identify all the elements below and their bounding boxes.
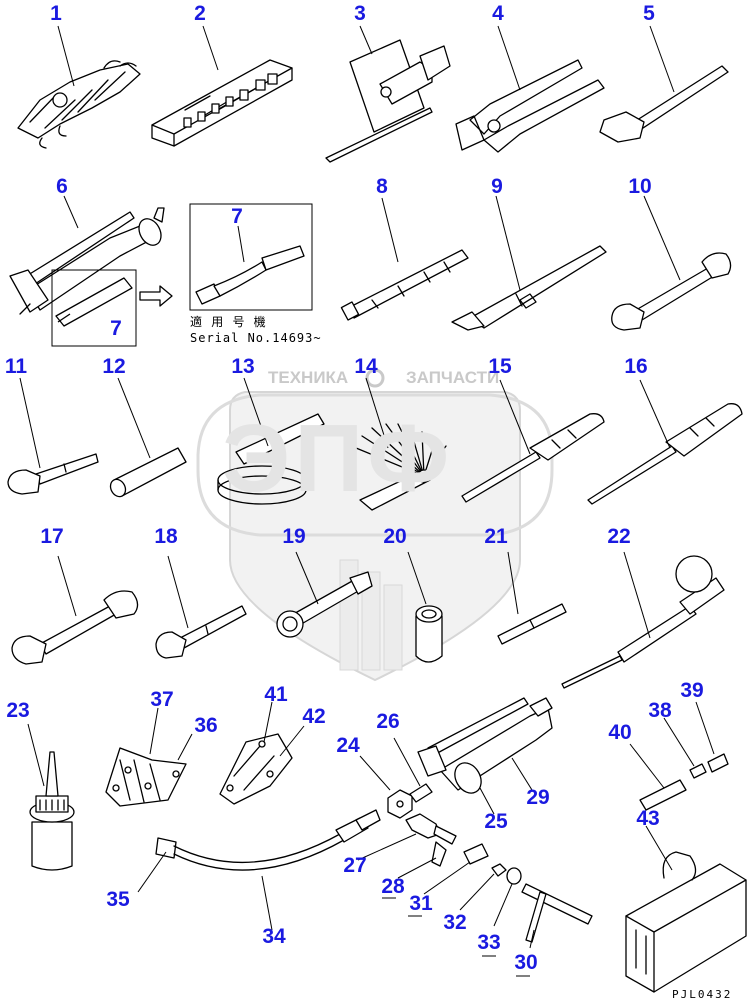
part-label-43: 43 xyxy=(636,807,660,830)
part-label-38: 38 xyxy=(648,699,672,722)
part-label-35: 35 xyxy=(106,888,130,911)
part-19-ring-wrench xyxy=(276,571,373,638)
part-10-open-wrench xyxy=(611,252,732,331)
part-22-ball-rod xyxy=(561,555,725,689)
part-30-t-handle xyxy=(521,883,593,943)
part-label-1: 1 xyxy=(50,2,62,25)
part-11-wrench xyxy=(7,453,99,495)
part-18-wrench xyxy=(155,605,247,659)
part-6-grease-gun xyxy=(9,207,165,315)
part-23-oil-can xyxy=(29,751,75,871)
part-label-30: 30 xyxy=(514,951,538,974)
part-7-detail-box xyxy=(189,203,313,311)
part-41-42-bracket xyxy=(219,733,293,805)
part-20-socket xyxy=(415,605,443,663)
watermark-emblem xyxy=(196,368,554,682)
note-line-1: 適 用 号 機 xyxy=(190,315,267,329)
part-21-rod xyxy=(497,603,567,645)
part-14-feeler-gauge xyxy=(355,423,447,511)
part-32-nut xyxy=(491,863,507,877)
part-label-3: 3 xyxy=(354,2,366,25)
part-28-nozzle xyxy=(431,841,447,867)
part-label-10: 10 xyxy=(628,175,652,198)
part-43-tool-bag xyxy=(625,851,747,993)
part-label-42: 42 xyxy=(302,705,326,728)
part-label-7: 7 xyxy=(110,317,122,340)
part-12-pin xyxy=(109,447,187,498)
part-label-25: 25 xyxy=(484,810,508,833)
part-31-fitting xyxy=(463,843,489,865)
part-4-pliers xyxy=(455,59,605,153)
part-7-detail-hose xyxy=(195,245,305,305)
drawing-code: PJL0432 xyxy=(672,988,733,1001)
part-16-screwdriver xyxy=(587,403,743,505)
part-label-14: 14 xyxy=(354,355,378,378)
part-label-34: 34 xyxy=(262,925,286,948)
part-label-31: 31 xyxy=(409,892,433,915)
part-label-8: 8 xyxy=(376,175,388,198)
part-label-9: 9 xyxy=(491,175,503,198)
part-label-7-detail: 7 xyxy=(231,205,243,228)
part-label-4: 4 xyxy=(492,2,504,25)
part-label-26: 26 xyxy=(376,710,400,733)
watermark-left-word: ТЕХНИКА xyxy=(268,368,349,387)
part-34-35-hose xyxy=(155,809,381,871)
part-label-39: 39 xyxy=(680,679,704,702)
part-label-17: 17 xyxy=(40,525,64,548)
part-label-29: 29 xyxy=(526,786,550,809)
part-label-28: 28 xyxy=(381,875,405,898)
note-line-2: Serial No.14693~ xyxy=(190,331,322,345)
watermark-emblem-text: ЭПФ xyxy=(222,405,454,512)
part-label-18: 18 xyxy=(154,525,178,548)
part-label-15: 15 xyxy=(488,355,512,378)
part-3-screwdriver xyxy=(325,39,451,163)
watermark-right-word: ЗАПЧАСТИ xyxy=(406,368,500,387)
part-label-11: 11 xyxy=(4,355,28,378)
part-25-29-grease-gun xyxy=(417,697,553,794)
part-9-chisel xyxy=(451,245,607,331)
part-label-41: 41 xyxy=(264,683,288,706)
part-2-socket-case xyxy=(151,59,293,147)
part-24-block xyxy=(387,789,413,819)
part-label-27: 27 xyxy=(343,854,367,877)
part-17-open-wrench xyxy=(11,590,139,665)
part-label-36: 36 xyxy=(194,714,218,737)
part-26-fitting xyxy=(409,783,433,803)
part-1-wrench-set xyxy=(17,60,141,149)
part-label-16: 16 xyxy=(624,355,648,378)
part-label-22: 22 xyxy=(607,525,631,548)
part-label-21: 21 xyxy=(484,525,508,548)
part-38-39-40-fittings xyxy=(639,753,729,811)
part-8-extension-bar xyxy=(340,249,469,321)
part-label-20: 20 xyxy=(383,525,407,548)
arrow-right-icon xyxy=(139,285,173,307)
part-label-24: 24 xyxy=(336,734,360,757)
part-label-6: 6 xyxy=(56,175,68,198)
part-label-37: 37 xyxy=(150,688,174,711)
part-27-elbow xyxy=(405,813,457,845)
part-label-33: 33 xyxy=(477,931,501,954)
part-33-ring xyxy=(506,867,522,885)
part-label-12: 12 xyxy=(102,355,126,378)
part-label-23: 23 xyxy=(6,699,30,722)
part-13-filter-wrench xyxy=(217,413,325,505)
part-label-13: 13 xyxy=(231,355,255,378)
part-15-screwdriver xyxy=(461,413,605,503)
part-36-37-bracket xyxy=(105,747,187,807)
part-7-extension-tubes xyxy=(55,277,133,327)
part-label-2: 2 xyxy=(194,2,206,25)
part-label-40: 40 xyxy=(608,721,632,744)
part-label-32: 32 xyxy=(443,911,467,934)
part-7-box xyxy=(51,269,137,347)
part-5-hammer xyxy=(599,65,729,143)
part-label-5: 5 xyxy=(643,2,655,25)
part-label-19: 19 xyxy=(282,525,306,548)
